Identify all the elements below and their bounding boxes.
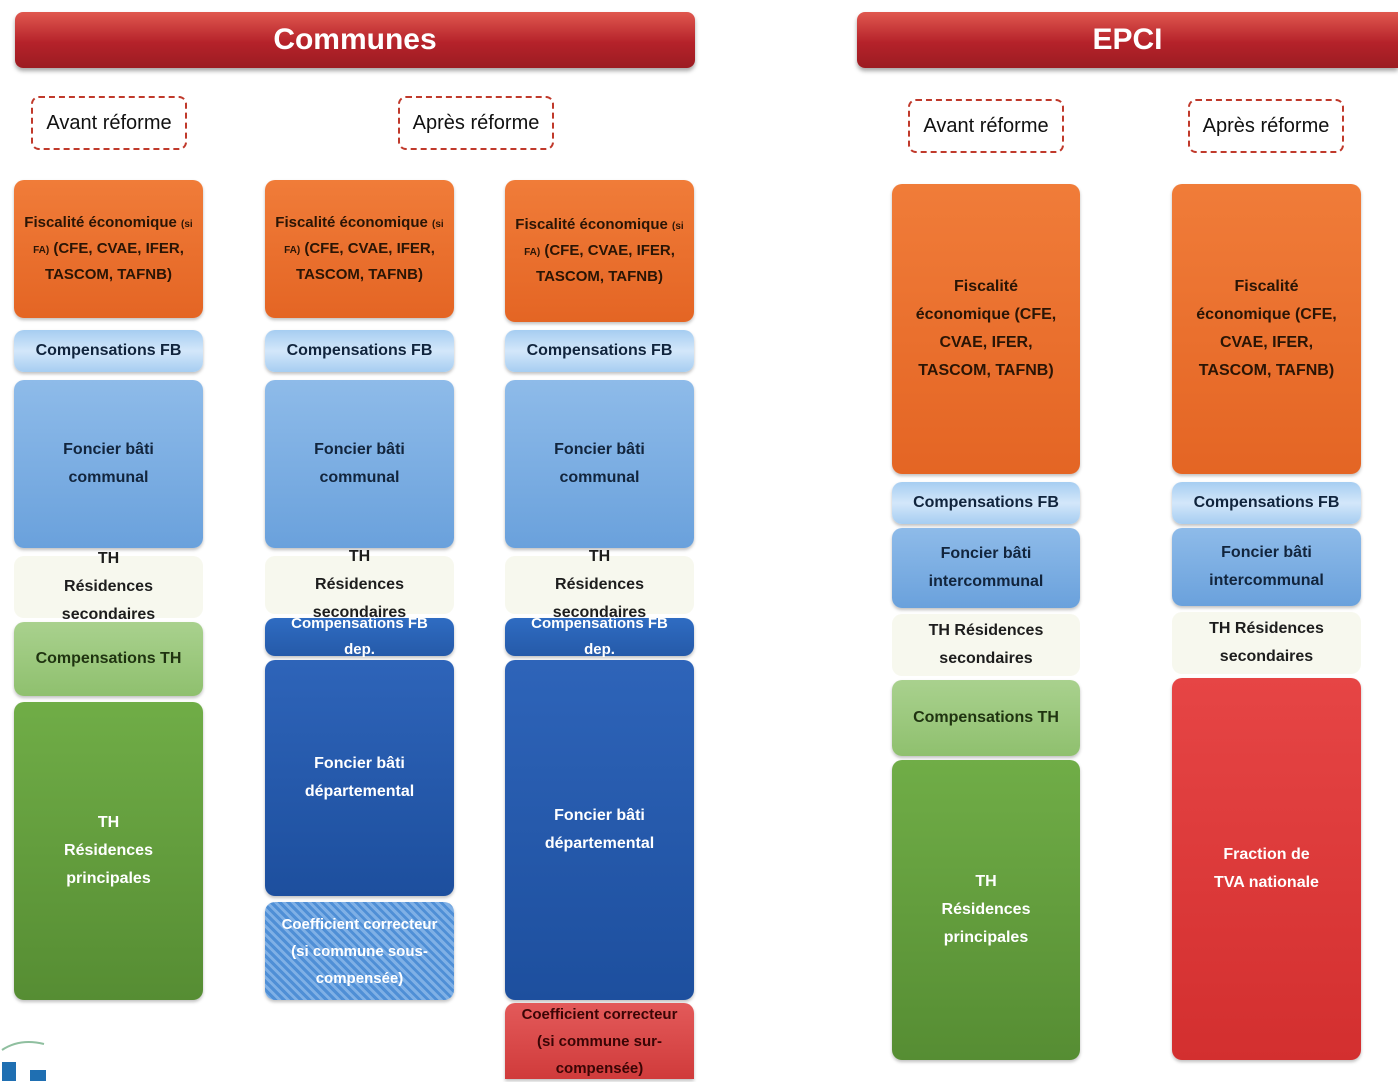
communes-apres2-th-rs-block: TH Résidences secondaires <box>505 548 694 621</box>
communes-apres1-foncier-block: Foncier bâti communal <box>265 380 454 548</box>
communes-apres1-foncier-dep-block: Foncier bâti départemental <box>265 660 454 896</box>
epci-avant-fiscalite-block: Fiscalité économique (CFE, CVAE, IFER, T… <box>892 184 1080 474</box>
epci-avant-comp-th-block: Compensations TH <box>892 680 1080 756</box>
communes-avant-th-rs-block: TH Résidences secondaires <box>14 550 203 623</box>
fiscalite-si-fa: (si FA) <box>284 218 444 256</box>
epci-avant-th-rs-block: TH Résidences secondaires <box>892 614 1080 676</box>
communes-title: Communes <box>273 23 437 56</box>
epci-avant-label: Avant réforme <box>908 99 1064 153</box>
communes-avant-label: Avant réforme <box>31 96 187 150</box>
fiscalite-line2: (CFE, CVAE, IFER, TASCOM, TAFNB) <box>45 239 184 284</box>
fiscalite-line1: Fiscalité économique <box>515 215 668 233</box>
fiscalite-line1: Fiscalité économique <box>24 213 177 231</box>
communes-apres-label: Après réforme <box>398 96 554 150</box>
communes-apres1-th-rs-block: TH Résidences secondaires <box>265 548 454 621</box>
epci-apres-fiscalite-block: Fiscalité économique (CFE, CVAE, IFER, T… <box>1172 184 1361 474</box>
communes-apres1-coef-block: Coefficient correcteur (si commune sous-… <box>265 902 454 1000</box>
epci-avant-th-rp-block: TH Résidences principales <box>892 760 1080 1060</box>
epci-apres-th-rs-block: TH Résidences secondaires <box>1172 612 1361 674</box>
communes-apres2-foncier-block: Foncier bâti communal <box>505 380 694 548</box>
communes-avant-th-rp-block: TH Résidences principales <box>14 702 203 1000</box>
fiscalite-si-fa: (si FA) <box>33 218 193 256</box>
fiscalite-line2: (CFE, CVAE, IFER, TASCOM, TAFNB) <box>296 239 435 284</box>
communes-apres1-fiscalite-block: Fiscalité économique (si FA) (CFE, CVAE,… <box>265 180 454 318</box>
communes-banner: Communes <box>15 12 695 68</box>
epci-avant-foncier-block: Foncier bâti intercommunal <box>892 528 1080 608</box>
fiscalite-line2: (CFE, CVAE, IFER, TASCOM, TAFNB) <box>536 241 675 286</box>
communes-apres2-comp-fb-dep-block: Compensations FB dep. <box>505 615 694 658</box>
communes-avant-foncier-block: Foncier bâti communal <box>14 380 203 548</box>
epci-apres-comp-fb-block: Compensations FB <box>1172 482 1361 524</box>
communes-avant-comp-th-block: Compensations TH <box>14 622 203 696</box>
communes-avant-fiscalite-block: Fiscalité économique (si FA) (CFE, CVAE,… <box>14 180 203 318</box>
communes-apres2-foncier-dep-block: Foncier bâti départemental <box>505 660 694 1000</box>
communes-apres2-comp-fb-block: Compensations FB <box>505 330 694 372</box>
communes-apres2-coef-block: Coefficient correcteur (si commune sur-c… <box>505 1003 694 1079</box>
epci-avant-comp-fb-block: Compensations FB <box>892 482 1080 524</box>
communes-apres1-comp-fb-dep-block: Compensations FB dep. <box>265 615 454 658</box>
logo-icon <box>1 1041 46 1081</box>
fiscalite-si-fa: (si FA) <box>524 220 684 258</box>
communes-apres2-fiscalite-block: Fiscalité économique (si FA) (CFE, CVAE,… <box>505 180 694 322</box>
epci-apres-label: Après réforme <box>1188 99 1344 153</box>
communes-avant-comp-fb-block: Compensations FB <box>14 330 203 372</box>
epci-apres-tva-block: Fraction de TVA nationale <box>1172 678 1361 1060</box>
communes-apres1-comp-fb-block: Compensations FB <box>265 330 454 372</box>
fiscalite-line1: Fiscalité économique <box>275 213 428 231</box>
epci-title: EPCI <box>1092 23 1163 56</box>
epci-apres-foncier-block: Foncier bâti intercommunal <box>1172 528 1361 606</box>
epci-banner: EPCI <box>857 12 1398 68</box>
